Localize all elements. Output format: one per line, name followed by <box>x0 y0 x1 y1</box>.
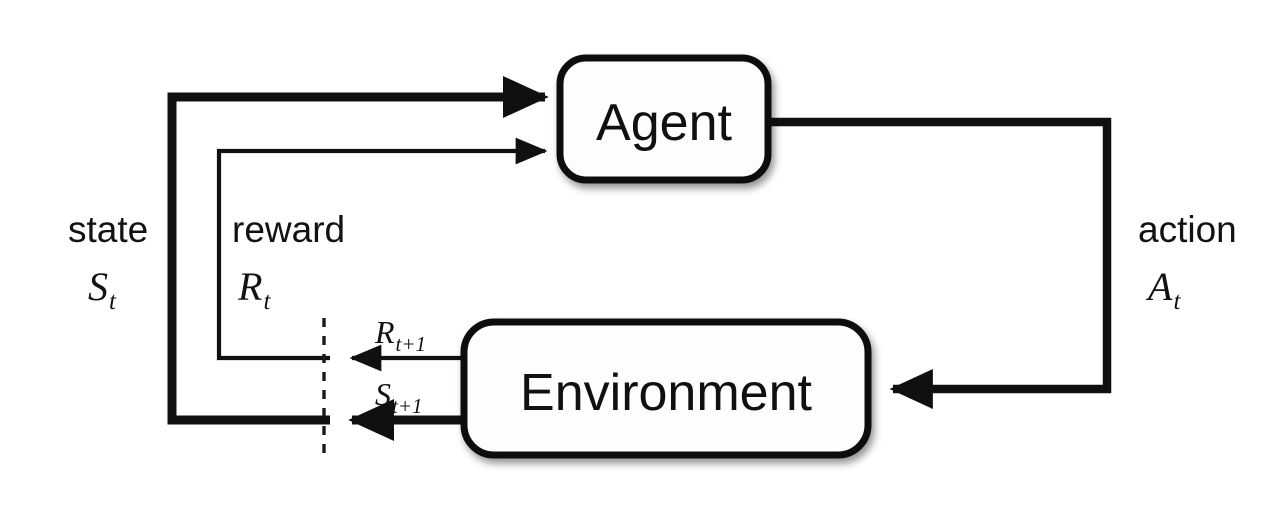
state-symbol: S <box>88 264 108 309</box>
agent-box[interactable] <box>556 54 772 184</box>
state-symbol-label: St <box>88 264 117 315</box>
edge-label-action: action At <box>1138 209 1237 315</box>
state-next-label: St+1 <box>375 376 423 418</box>
reward-next-subscript: t+1 <box>396 332 427 356</box>
action-arrow-path <box>768 117 1112 409</box>
state-arrow-path <box>167 75 549 425</box>
agent-label: Agent <box>596 94 732 152</box>
state-next-symbol: S <box>375 376 391 412</box>
edge-label-reward: reward Rt <box>232 209 345 315</box>
action-symbol: A <box>1145 264 1173 309</box>
edge-label-state: state St <box>68 209 148 315</box>
action-subscript: t <box>1173 288 1181 315</box>
reward-next-label: Rt+1 <box>374 314 426 356</box>
action-word-label: action <box>1138 209 1237 250</box>
state-word-label: state <box>68 209 148 250</box>
edge-action <box>768 117 1112 409</box>
state-subscript: t <box>109 288 117 315</box>
node-environment[interactable]: Environment <box>460 318 872 459</box>
action-symbol-label: At <box>1145 264 1181 315</box>
environment-label: Environment <box>520 364 812 422</box>
reward-arrow-path <box>216 137 548 361</box>
edge-reward <box>216 137 548 361</box>
environment-box[interactable] <box>460 318 872 459</box>
reward-word-label: reward <box>232 209 345 250</box>
reward-symbol-label: Rt <box>237 264 271 315</box>
node-agent[interactable]: Agent <box>556 54 772 184</box>
reward-symbol: R <box>237 264 262 309</box>
edge-state <box>167 75 549 425</box>
reward-next-symbol: R <box>374 314 395 350</box>
reward-subscript: t <box>263 288 271 315</box>
state-next-subscript: t+1 <box>392 394 423 418</box>
